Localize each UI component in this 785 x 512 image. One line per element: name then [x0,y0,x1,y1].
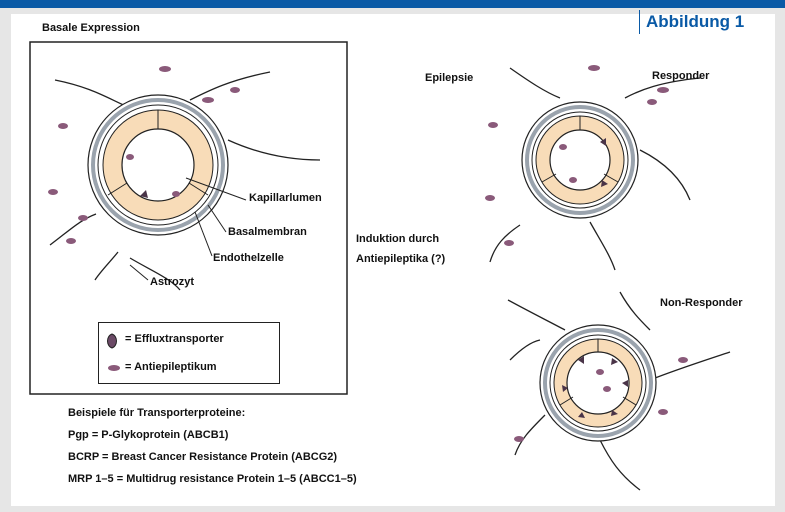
label-basement-membrane: Basalmembran [228,226,307,238]
label-responder: Responder [652,70,709,82]
vessel-responder [522,102,638,218]
label-capillary-lumen: Kapillarlumen [249,192,322,204]
legend-drug-label: = Antiepileptikum [125,361,217,373]
notes-heading: Beispiele für Transporterproteine: [68,402,357,424]
vessel-normal [88,95,228,235]
notes-line-pgp: Pgp = P-Glykoprotein (ABCB1) [68,424,357,446]
legend-efflux-label: = Effluxtransporter [125,333,224,345]
legend: = Effluxtransporter = Antiepileptikum [98,322,280,384]
legend-efflux: = Effluxtransporter [125,333,224,345]
label-endothelial-cell: Endothelzelle [213,252,284,264]
induction-line-1: Induktion durch [356,233,439,245]
induction-line-2: Antiepileptika (?) [356,253,445,265]
notes-line-bcrp: BCRP = Breast Cancer Resistance Protein … [68,446,357,468]
normal-title: Basale Expression [42,22,140,34]
legend-drug: = Antiepileptikum [125,361,217,373]
transporter-notes: Beispiele für Transporterproteine: Pgp =… [68,402,357,490]
label-non-responder: Non-Responder [660,297,743,309]
vessel-nonresponder [540,325,656,441]
label-astrocyte: Astrozyt [150,276,194,288]
notes-line-mrp: MRP 1–5 = Multidrug resistance Protein 1… [68,468,357,490]
label-epilepsy: Epilepsie [425,72,473,84]
